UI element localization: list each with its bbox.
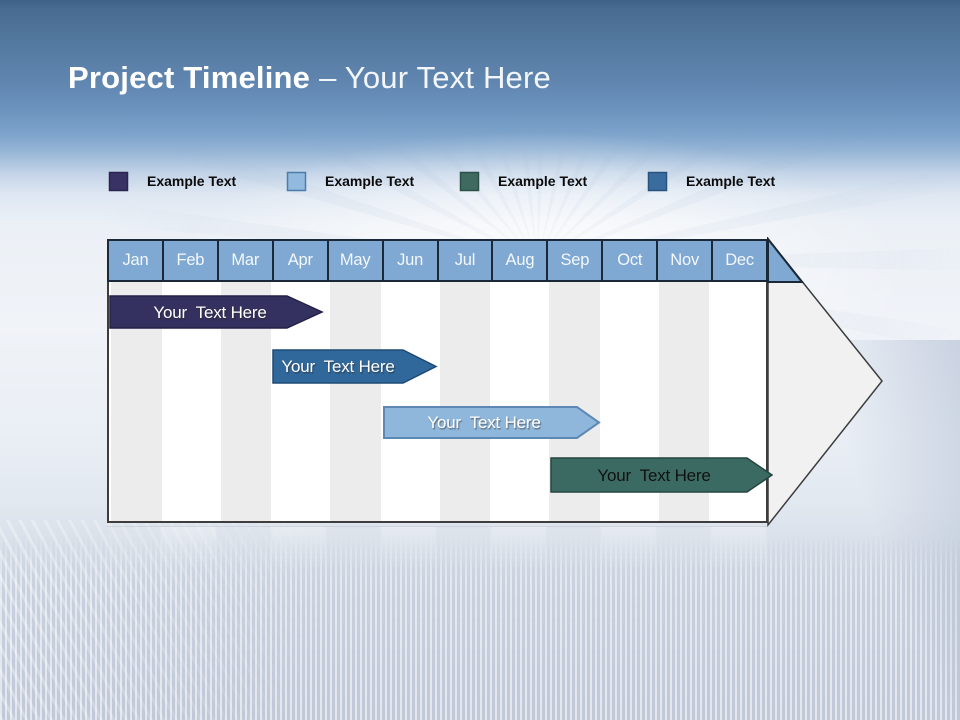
gantt-bar-label: Your Text Here — [597, 466, 710, 485]
legend-item-4: Example Text — [647, 170, 775, 192]
gantt-bar-3: Your Text Here — [383, 406, 601, 439]
month-cell-aug: Aug — [491, 241, 546, 280]
legend-swatch-icon — [286, 171, 307, 191]
month-cell-mar: Mar — [216, 241, 272, 280]
gantt-bar-label: Your Text Here — [153, 303, 266, 322]
slide-title: Project Timeline– Your Text Here — [68, 60, 551, 96]
legend-swatch-icon — [647, 171, 668, 191]
table-reflection — [107, 526, 768, 573]
gantt-bar-1: Your Text Here — [109, 295, 324, 329]
month-cell-jun: Jun — [381, 241, 437, 280]
grid-column — [437, 282, 493, 521]
gantt-bar-2: Your Text Here — [272, 349, 438, 384]
timeline-chart: Jan Feb Mar Apr May Jun Jul Aug Sep Oct … — [107, 239, 768, 523]
legend-swatch-icon — [108, 171, 129, 191]
legend-label: Example Text — [498, 173, 588, 189]
legend-item-3: Example Text — [459, 170, 587, 192]
legend-label: Example Text — [147, 173, 237, 189]
month-cell-nov: Nov — [656, 241, 711, 280]
legend-swatch-icon — [459, 171, 480, 191]
gantt-bar-4: Your Text Here — [550, 457, 774, 493]
month-cell-jan: Jan — [122, 251, 149, 269]
month-cell-feb: Feb — [161, 241, 217, 280]
legend-label: Example Text — [325, 173, 415, 189]
month-cell-dec: Dec — [711, 241, 766, 280]
grid-column — [383, 282, 438, 521]
slide-title-bold: Project Timeline — [68, 60, 311, 95]
floor-texture — [0, 535, 960, 720]
grid-column — [492, 282, 547, 521]
gantt-bar-label: Your Text Here — [427, 413, 540, 432]
floor-diagonal-lines — [0, 520, 430, 720]
month-cell-jul: Jul — [436, 241, 492, 280]
month-cell-sep: Sep — [546, 241, 601, 280]
grid-column — [328, 282, 383, 521]
legend-item-2: Example Text — [286, 170, 414, 192]
timeline-arrowhead — [767, 237, 883, 527]
month-cell-may: May — [326, 241, 382, 280]
month-header-row: Jan Feb Mar Apr May Jun Jul Aug Sep Oct … — [107, 239, 768, 282]
legend-label: Example Text — [686, 173, 776, 189]
month-cell-apr: Apr — [271, 241, 327, 280]
slide-title-regular: – Your Text Here — [319, 60, 551, 95]
gantt-bar-label: Your Text Here — [281, 357, 394, 376]
legend-item-1: Example Text — [108, 170, 236, 192]
month-cell-oct: Oct — [601, 241, 656, 280]
